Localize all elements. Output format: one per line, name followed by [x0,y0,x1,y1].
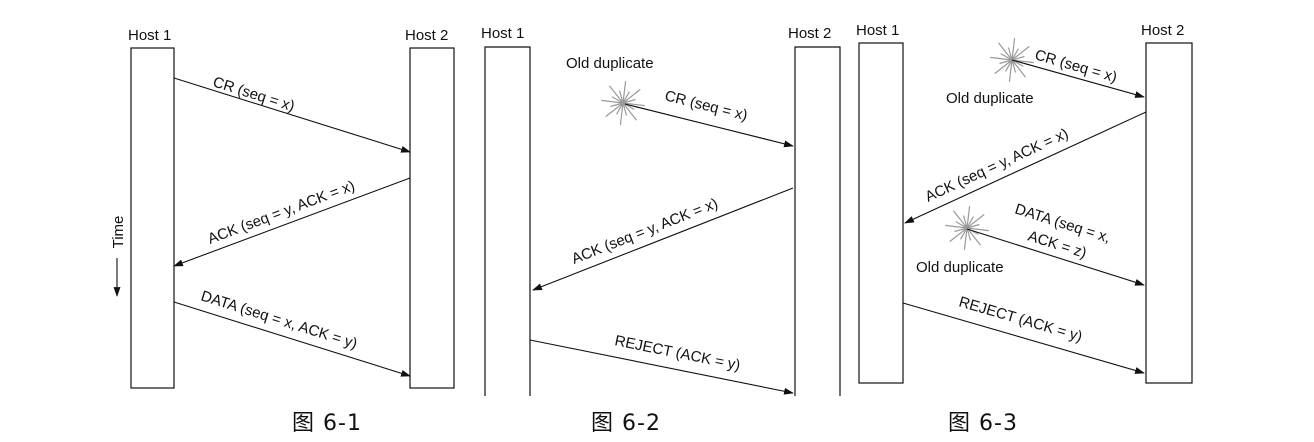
star-ray [1008,59,1013,82]
host2-label: Host 2 [405,27,448,44]
caption-6-2: 图 6-2 [591,411,661,436]
host2-timeline [409,47,455,389]
star-ray [622,102,638,121]
caption-6-3: 图 6-3 [948,411,1018,436]
cr-label: CR (seq = x) [211,74,297,116]
star-ray [1011,38,1016,61]
star-ray [966,206,971,229]
old-duplicate-label-2: Old duplicate [916,259,1004,276]
star-ray [949,227,968,243]
host2-label: Host 2 [1141,22,1184,39]
star-ray [952,210,968,229]
star-ray [601,99,624,104]
star-ray [608,85,624,104]
host2-timeline [1145,42,1193,384]
star-ray [966,227,989,232]
data-arrow [173,301,411,377]
cr-label: CR (seq = x) [663,87,749,124]
cr-arrow [1011,59,1145,98]
old-duplicate-label-1: Old duplicate [946,90,1034,107]
old-duplicate-star-icon [990,38,1034,82]
star-ray [966,213,985,229]
figure-6-2: Host 1 Host 2 Old duplicate CR (seq = x)… [481,25,841,436]
time-label: Time [110,216,127,249]
host1-timeline [858,42,904,384]
old-duplicate-label: Old duplicate [566,55,654,72]
ack-arrow [173,177,411,267]
ack-arrow [532,187,794,291]
figure-6-3: Host 1 Host 2 Old duplicate CR (seq = x)… [856,22,1193,436]
ack-arrow [904,111,1147,224]
star-ray [945,224,968,229]
host2-timeline [794,46,841,396]
figure-6-1: Host 1 Host 2 Time CR (seq = x) ACK (seq… [110,27,455,436]
host1-timeline [130,47,175,389]
old-duplicate-star-icon [945,206,989,250]
reject-arrow [902,302,1145,374]
data-label: DATA (seq = x, ACK = y) [199,288,359,353]
star-ray [622,88,641,104]
host1-timeline [484,46,531,396]
star-ray [1011,59,1027,78]
star-ray [966,227,982,246]
star-ray [622,102,645,107]
cr-arrow [173,77,411,153]
old-duplicate-star-icon [601,81,645,125]
ack-label: ACK (seq = y, ACK = x) [569,195,720,268]
data-arrow [966,228,1145,286]
cr-label: CR (seq = x) [1033,47,1119,87]
reject-arrow [529,339,794,395]
ack-label: ACK (seq = y, ACK = x) [923,125,1071,205]
reject-label: REJECT (ACK = y) [613,332,742,374]
host1-label: Host 1 [481,25,524,42]
star-ray [997,42,1013,61]
star-core [620,100,626,106]
cr-arrow [624,103,794,148]
star-ray [1011,59,1034,64]
host1-label: Host 1 [128,27,171,44]
star-ray [622,81,627,104]
star-ray [619,102,624,125]
caption-6-1: 图 6-1 [292,411,362,436]
star-ray [990,56,1013,61]
host2-label: Host 2 [788,25,831,42]
ack-label: ACK (seq = y, ACK = x) [205,177,357,247]
star-ray [605,102,624,118]
star-ray [963,227,968,250]
star-ray [1011,45,1030,61]
star-ray [994,59,1013,75]
host1-label: Host 1 [856,22,899,39]
